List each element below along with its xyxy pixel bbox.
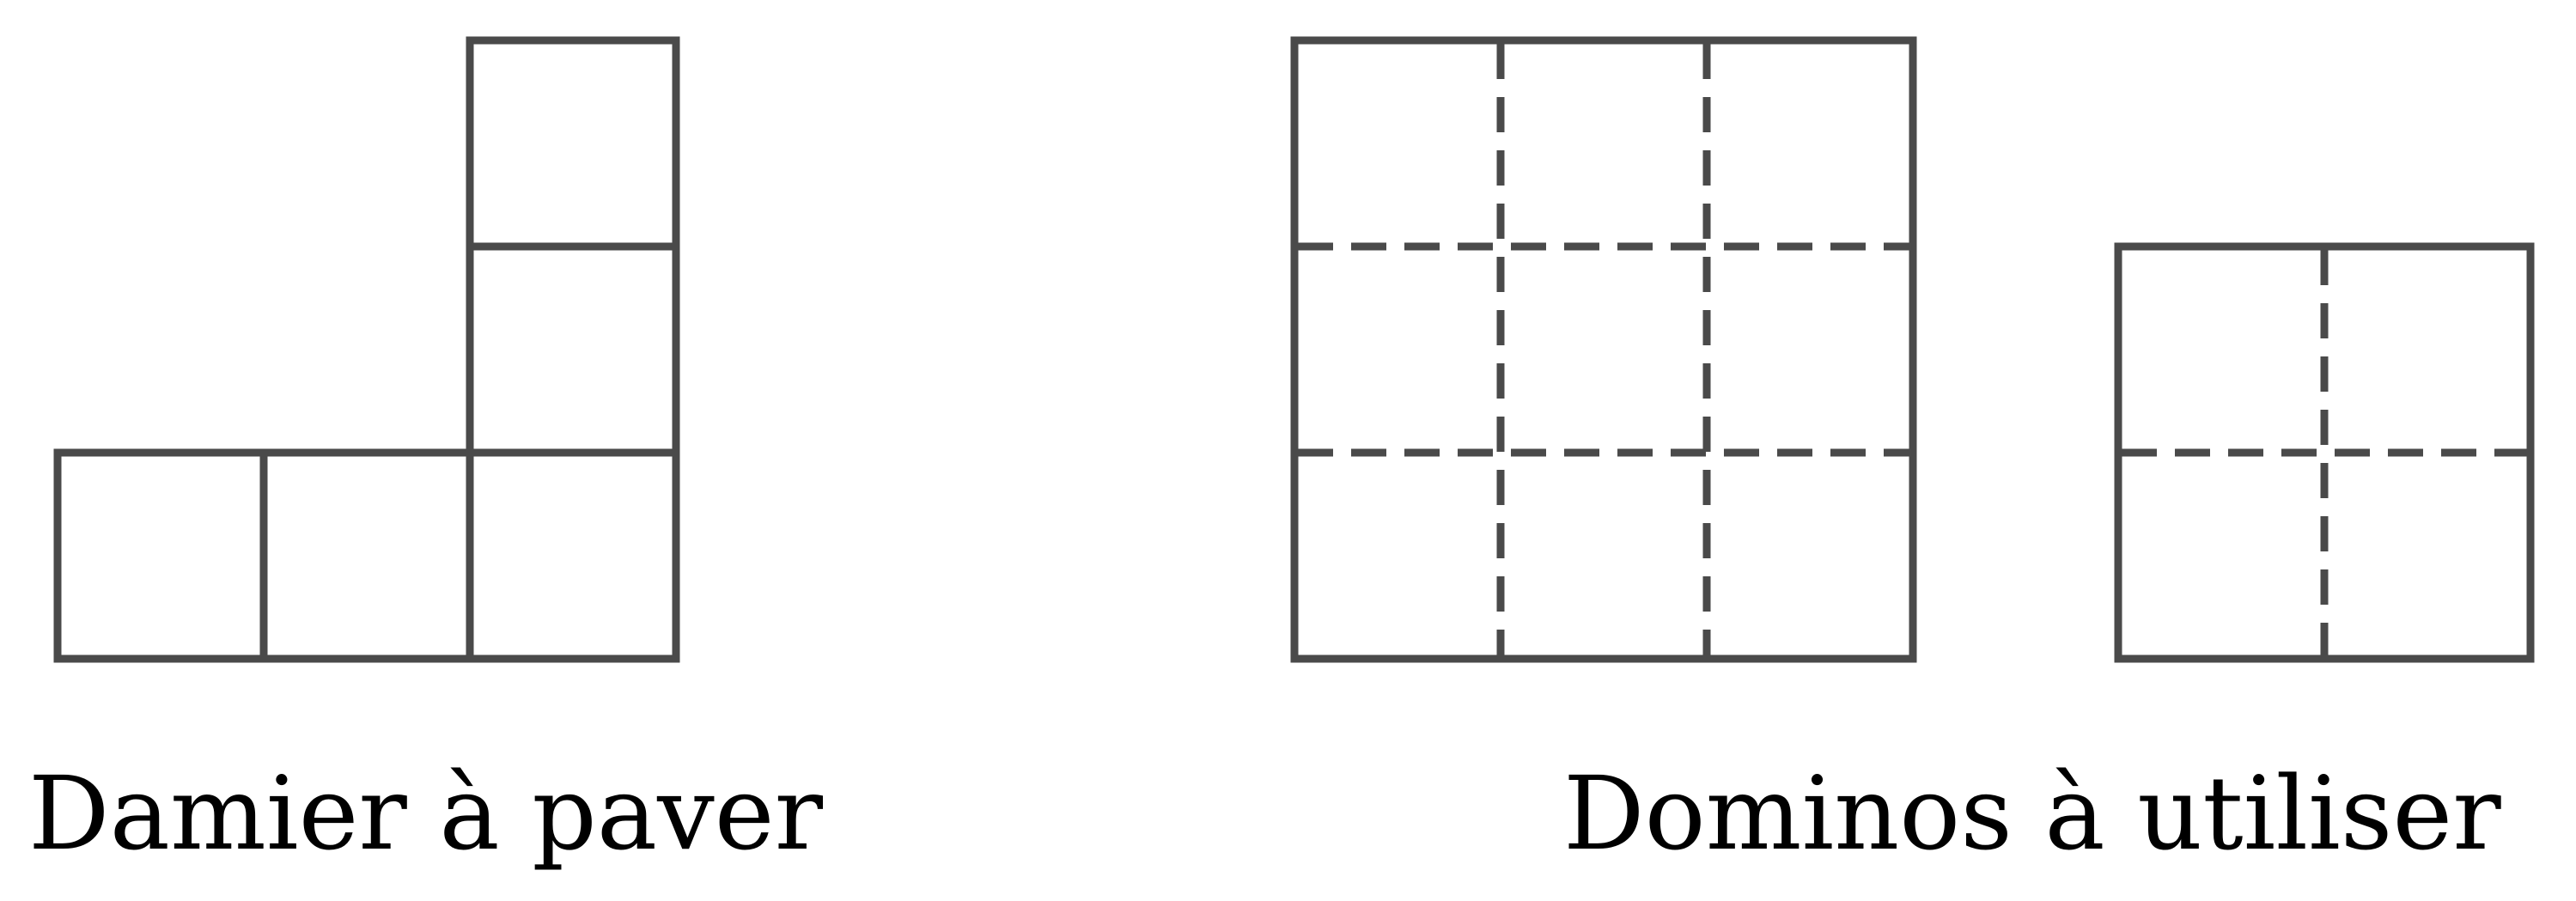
domino-2x2 (2114, 242, 2535, 663)
domino-3x3 (1290, 36, 1917, 663)
domino-3x3-outline (1290, 36, 1917, 663)
board-square-top-right (466, 36, 680, 251)
board-square-middle-right (466, 242, 680, 457)
domino-2x2-outline (2114, 242, 2535, 663)
board-square-bottom-right (466, 448, 680, 663)
board-caption: Damier à paver (28, 754, 824, 873)
board-square-bottom-middle (259, 448, 474, 663)
board-to-tile (53, 36, 680, 663)
board-square-bottom-left (53, 448, 268, 663)
dominoes-caption: Dominos à utiliser (1563, 754, 2501, 873)
